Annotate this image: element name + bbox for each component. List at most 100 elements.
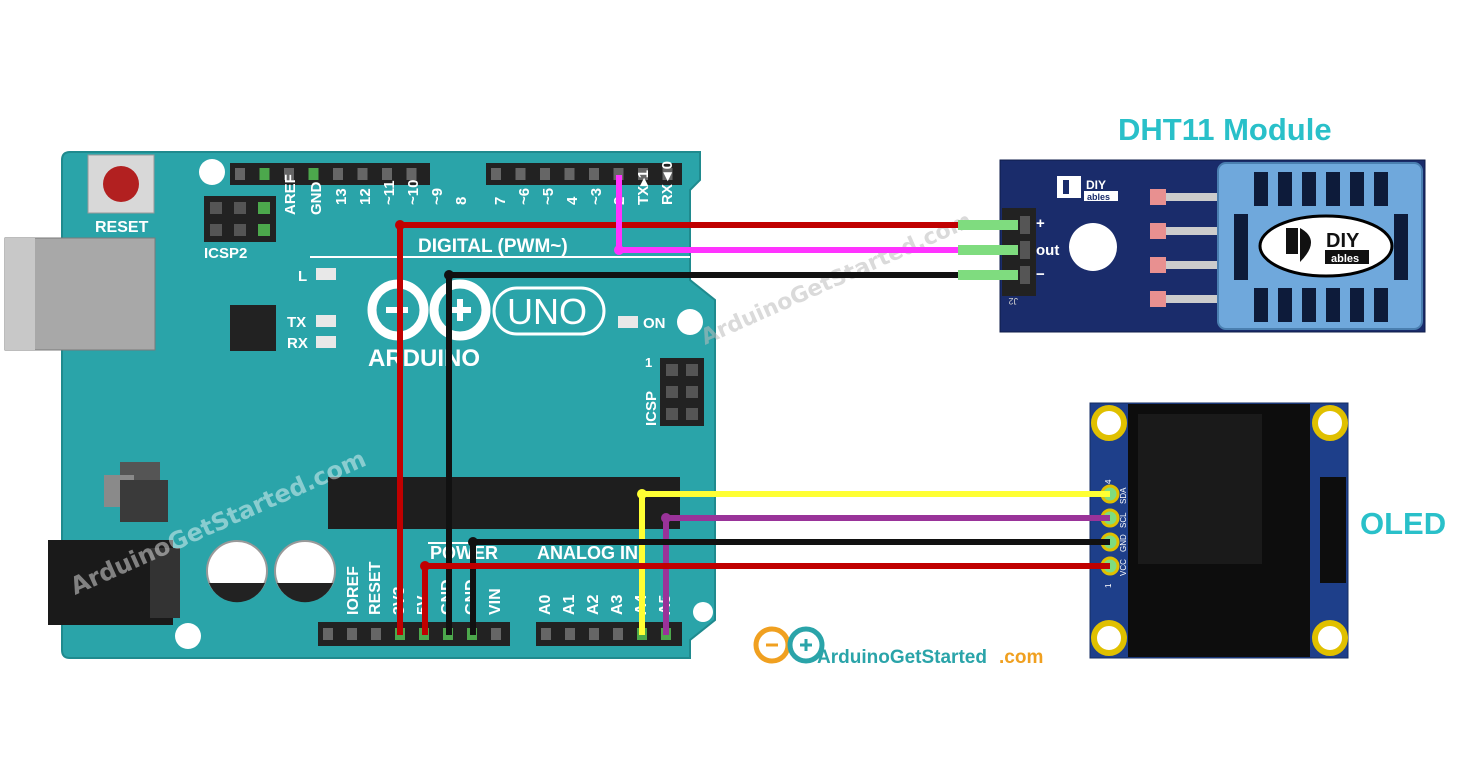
digital-pin-label: GND xyxy=(308,182,325,216)
digital-pin-label: ~3 xyxy=(588,188,605,205)
digital-pwm-label: DIGITAL (PWM~) xyxy=(418,236,568,257)
digital-pin xyxy=(540,168,550,180)
oled-ribbon xyxy=(1320,477,1346,583)
oled-screen xyxy=(1138,414,1262,564)
reset-label: RESET xyxy=(95,219,149,236)
capacitor xyxy=(274,540,336,603)
icsp-header xyxy=(660,358,704,426)
dht-pin-vcc xyxy=(958,220,1018,230)
led-tx-label: TX xyxy=(287,314,306,331)
power-pin xyxy=(323,628,333,640)
atmega-chip xyxy=(328,477,680,529)
led-on xyxy=(618,316,638,328)
logo-brand: ArduinoGetStarted xyxy=(817,647,987,668)
dht11-mounting-hole xyxy=(1069,223,1117,271)
dht11-sensor-leads xyxy=(1150,189,1220,307)
dht-pin-gnd xyxy=(958,270,1018,280)
oled-pin-last: 1 xyxy=(1104,583,1113,588)
analog-pin-label: A3 xyxy=(609,594,626,615)
power-pin xyxy=(371,628,381,640)
oled-pin-first: 4 xyxy=(1104,479,1113,484)
svg-text:ables: ables xyxy=(1331,253,1359,265)
dht-pin-out xyxy=(958,245,1018,255)
dht11-pin-vcc-label: + xyxy=(1036,215,1045,232)
digital-pin xyxy=(308,168,319,180)
digital-pin xyxy=(382,168,392,180)
power-pin-label: VIN xyxy=(487,588,504,615)
digital-pin-label: TX▸1 xyxy=(635,170,652,205)
mounting-hole xyxy=(199,159,225,185)
reset-button-cap xyxy=(103,166,139,202)
arduino-brand: ARDUINO xyxy=(368,345,480,372)
digital-pin xyxy=(284,168,294,180)
uno-badge xyxy=(492,286,606,336)
led-on-label: ON xyxy=(643,315,666,332)
digital-pin xyxy=(357,168,368,180)
power-label: POWER xyxy=(430,543,498,563)
oled-pin-label: SCL xyxy=(1119,512,1128,528)
led-tx xyxy=(316,315,336,327)
power-analog-header xyxy=(318,622,682,646)
mounting-hole xyxy=(693,602,713,622)
digital-pin-label: 12 xyxy=(357,188,374,205)
watermark: ArduinoGetStarted.com xyxy=(697,208,976,350)
uno-label: UNO xyxy=(507,291,587,332)
oled-pin-label: GND xyxy=(1119,534,1128,552)
analog-pin-label: A1 xyxy=(561,594,578,615)
digital-pin xyxy=(515,168,526,180)
mounting-hole xyxy=(175,623,201,649)
digital-pin xyxy=(259,168,270,180)
digital-pin-label: 13 xyxy=(333,188,350,205)
capacitor xyxy=(206,540,268,603)
digital-pin xyxy=(491,168,501,180)
voltage-regulator xyxy=(104,462,168,522)
icsp2-header xyxy=(204,196,276,242)
digital-pin xyxy=(613,168,624,180)
digital-pin-label: 7 xyxy=(492,197,509,205)
oled-title: OLED xyxy=(1360,506,1446,541)
svg-text:DIY: DIY xyxy=(1086,178,1106,192)
digital-pin-label: ~6 xyxy=(516,188,533,205)
digital-pin xyxy=(638,168,648,180)
digital-pin xyxy=(589,168,599,180)
digital-pin-label: AREF xyxy=(282,174,299,215)
digital-pin-label: ~11 xyxy=(381,180,398,205)
digital-pin xyxy=(333,168,343,180)
analog-pin xyxy=(613,628,623,640)
icsp-pin1-label: 1 xyxy=(645,355,652,370)
analog-pin-label: A2 xyxy=(585,594,602,615)
dht11-sensor: DIY ables xyxy=(1217,162,1423,330)
dht11-module: DIY ables + out − J2 xyxy=(999,159,1426,333)
digital-pin-label: ~5 xyxy=(540,188,557,205)
usb-chip xyxy=(230,305,276,351)
svg-text:DIY: DIY xyxy=(1326,230,1360,252)
digital-pin-label: ~10 xyxy=(405,180,422,205)
led-l-label: L xyxy=(298,268,307,285)
icsp2-label: ICSP2 xyxy=(204,245,247,262)
power-pin xyxy=(347,628,357,640)
digital-pin-label: 8 xyxy=(453,197,470,205)
analog-pin xyxy=(565,628,575,640)
led-l xyxy=(316,268,336,280)
wire-a5-oled-scl xyxy=(663,515,1110,635)
icsp-label: ICSP xyxy=(643,391,660,426)
led-rx xyxy=(316,336,336,348)
digital-pin xyxy=(235,168,245,180)
dht11-pin-gnd-label: − xyxy=(1036,266,1045,283)
analog-pin xyxy=(541,628,551,640)
digital-pin xyxy=(662,168,673,180)
digital-pin xyxy=(406,168,417,180)
diy-ables-logo-small: DIY ables xyxy=(1057,176,1118,202)
svg-text:ables: ables xyxy=(1087,192,1110,202)
digital-pin-label: 4 xyxy=(564,196,581,205)
arduinogetstarted-logo: ArduinoGetStarted .com xyxy=(753,626,1043,668)
oled-pin-label: SDA xyxy=(1119,487,1128,504)
digital-header xyxy=(230,163,682,185)
analog-in-label: ANALOG IN xyxy=(537,543,638,563)
power-pin-label: RESET xyxy=(367,561,384,615)
dht11-j2-label: J2 xyxy=(1008,296,1018,306)
led-rx-label: RX xyxy=(287,335,308,352)
